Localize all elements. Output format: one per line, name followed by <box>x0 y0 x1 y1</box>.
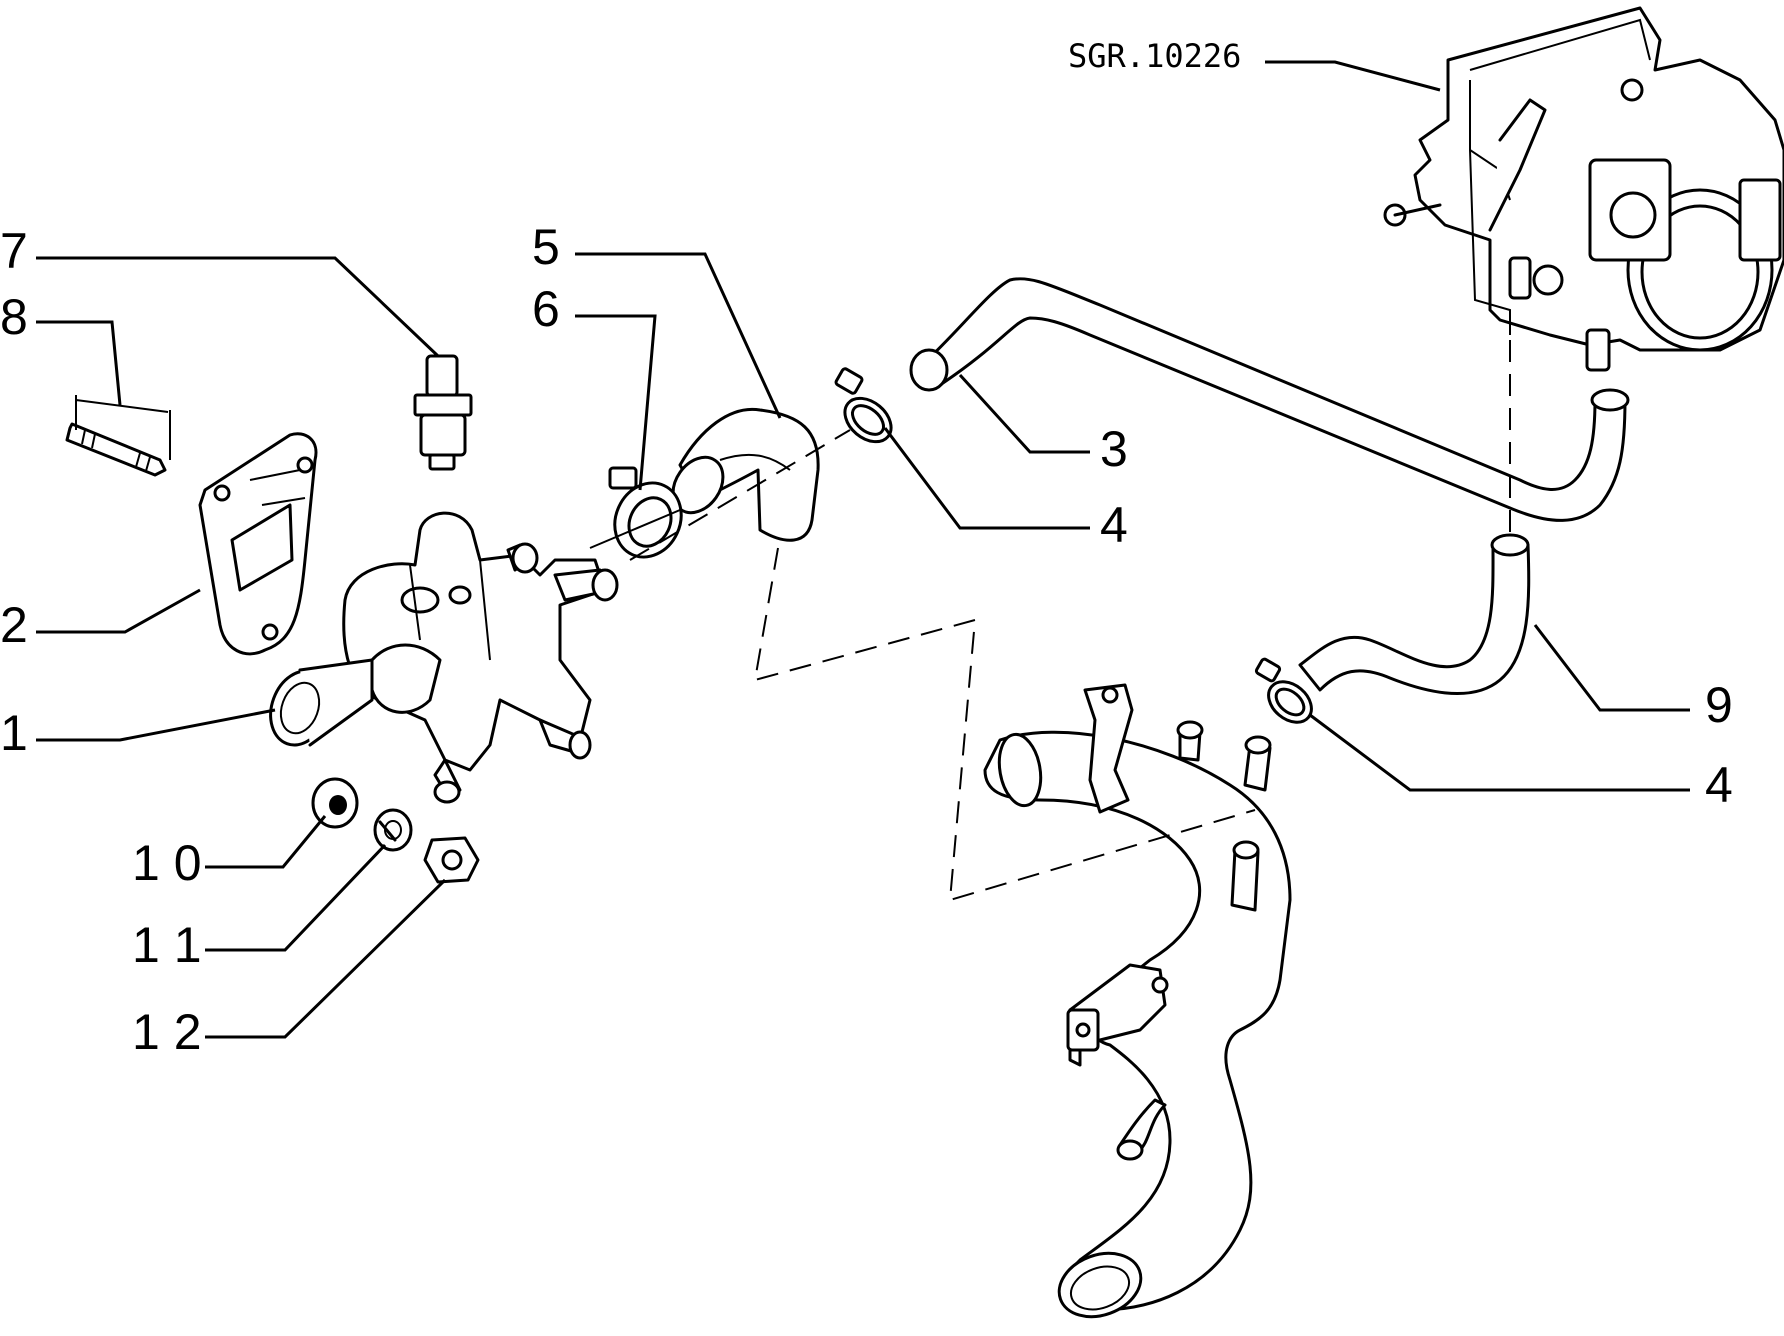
hose-9 <box>1298 533 1531 696</box>
leader-lines <box>36 60 1690 1039</box>
callout-2: 2 <box>0 597 28 653</box>
callout-11: 1 1 <box>132 917 202 973</box>
thermostat-housing-1 <box>269 511 619 804</box>
hose-clamp-4-lower <box>1254 657 1313 724</box>
callout-8: 8 <box>0 289 28 345</box>
callout-7: 7 <box>0 223 28 279</box>
washer-10 <box>311 777 359 829</box>
hose-clamp-4-upper <box>834 367 893 444</box>
assembly-lines <box>75 340 1511 902</box>
coolant-pipe <box>983 683 1292 1319</box>
callout-10: 1 0 <box>132 835 202 891</box>
diagram-reference-code: SGR.10226 <box>1068 37 1241 75</box>
callout-5: 5 <box>532 219 560 275</box>
callout-12: 1 2 <box>132 1004 202 1060</box>
spring-washer-11 <box>373 808 413 852</box>
callout-3: 3 <box>1100 421 1128 477</box>
sensor-7 <box>413 354 473 471</box>
hose-3 <box>909 277 1630 522</box>
hose-5 <box>671 407 820 542</box>
gasket-2 <box>198 432 318 656</box>
callout-4-lower: 4 <box>1705 757 1733 813</box>
callout-1: 1 <box>0 705 28 761</box>
stud-8 <box>65 422 167 477</box>
callout-9: 9 <box>1705 677 1733 733</box>
callout-6: 6 <box>532 281 560 337</box>
throttle-body <box>1383 6 1784 372</box>
callout-4-upper: 4 <box>1100 497 1128 553</box>
nut-12 <box>423 836 480 884</box>
